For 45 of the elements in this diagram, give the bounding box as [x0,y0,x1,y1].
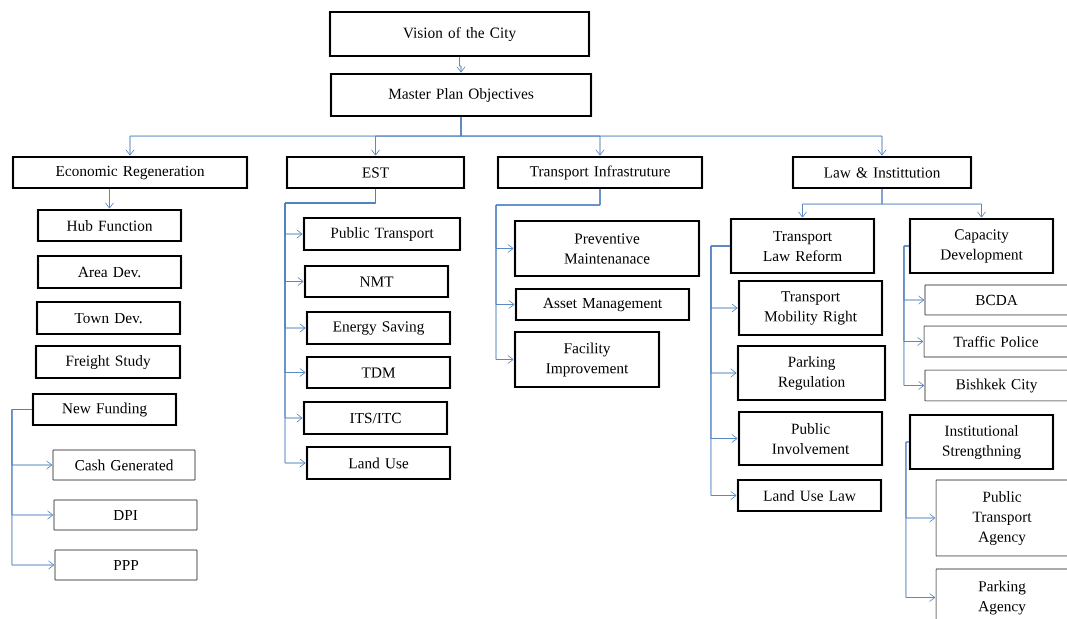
plan-box: Transport Infrastruture [496,155,704,190]
arrow [11,409,55,570]
arrow [905,441,936,602]
plan-box: Town Dev. [35,300,182,336]
plan-box: Energy Saving [305,310,452,346]
plan-box: Preventive Maintenanace [513,219,701,278]
plan-box: Economic Regeneration [11,155,249,190]
arrow [881,188,986,218]
arrow [495,188,601,364]
plan-box: Vision of the City [328,10,591,58]
plan-box: Area Dev. [36,254,183,290]
plan-box: Land Use [305,445,452,481]
plan-box: Bishkek City [924,369,1067,402]
arrow [710,245,737,500]
plan-box: Law & Instittution [791,155,973,190]
plan-box: Land Use Law [736,478,883,513]
arrow [903,245,925,390]
plan-box: Public Transport [302,216,462,252]
plan-box: Traffic Police [923,325,1067,358]
plan-box: EST [285,155,466,190]
plan-box: Freight Study [34,344,182,380]
plan-box: TDM [305,355,452,390]
plan-box: Transport Law Reform [729,217,876,275]
plan-box: Master Plan Objectives [329,72,593,118]
plan-box: Facility Improvement [513,330,661,389]
arrow [460,116,887,156]
plan-box: New Funding [31,392,178,427]
arrow [105,188,114,209]
plan-box: DPI [53,499,198,531]
plan-box: Parking Regulation [736,344,887,402]
plan-box: Public Involvement [737,410,884,467]
plan-box: NMT [303,264,450,299]
plan-box: Capacity Development [908,217,1055,275]
plan-box: Institutional Strengthning [908,413,1055,471]
plan-box: Cash Generated [52,449,196,481]
plan-box: Parking Agency [935,568,1067,619]
plan-box: BCDA [924,284,1067,316]
plan-box: Asset Management [514,287,691,322]
arrow [284,188,376,468]
plan-box: Public Transport Agency [935,479,1067,557]
arrow [456,56,466,73]
plan-box: Transport Mobility Right [737,279,884,337]
plan-box: PPP [54,549,198,581]
plan-box: Hub Function [36,208,183,243]
plan-box: ITS/ITC [302,400,449,436]
